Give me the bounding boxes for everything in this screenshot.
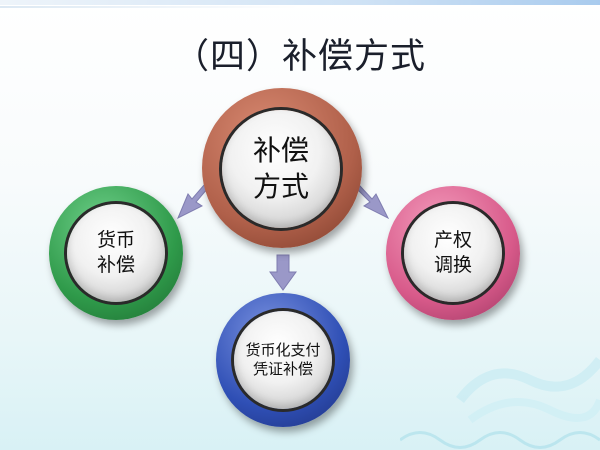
node-label-line2: 凭证补偿 (252, 360, 313, 378)
center-node[interactable]: 补偿方式 (222, 110, 340, 228)
arrow-right (356, 185, 390, 220)
top-line (0, 6, 300, 8)
arrow-down (269, 254, 297, 291)
node-property-exchange[interactable]: 产权调换 (404, 204, 502, 302)
top-bar (0, 0, 600, 5)
node-label-line1: 产权 (433, 229, 472, 252)
dragon-wave-decoration (400, 356, 600, 449)
slide-title: （四）补偿方式 (173, 37, 426, 77)
node-label-line1: 货币 (96, 229, 135, 252)
arrow-left (177, 184, 209, 220)
node-voucher-compensation[interactable]: 货币化支付凭证补偿 (234, 311, 332, 409)
node-label-line2: 补偿 (96, 254, 135, 276)
center-label-line1: 补偿 (252, 133, 309, 167)
node-label-line1: 货币化支付 (245, 340, 321, 359)
node-label-line2: 调换 (433, 254, 472, 276)
center-label-line2: 方式 (252, 170, 309, 203)
node-currency-compensation[interactable]: 货币补偿 (67, 204, 165, 302)
